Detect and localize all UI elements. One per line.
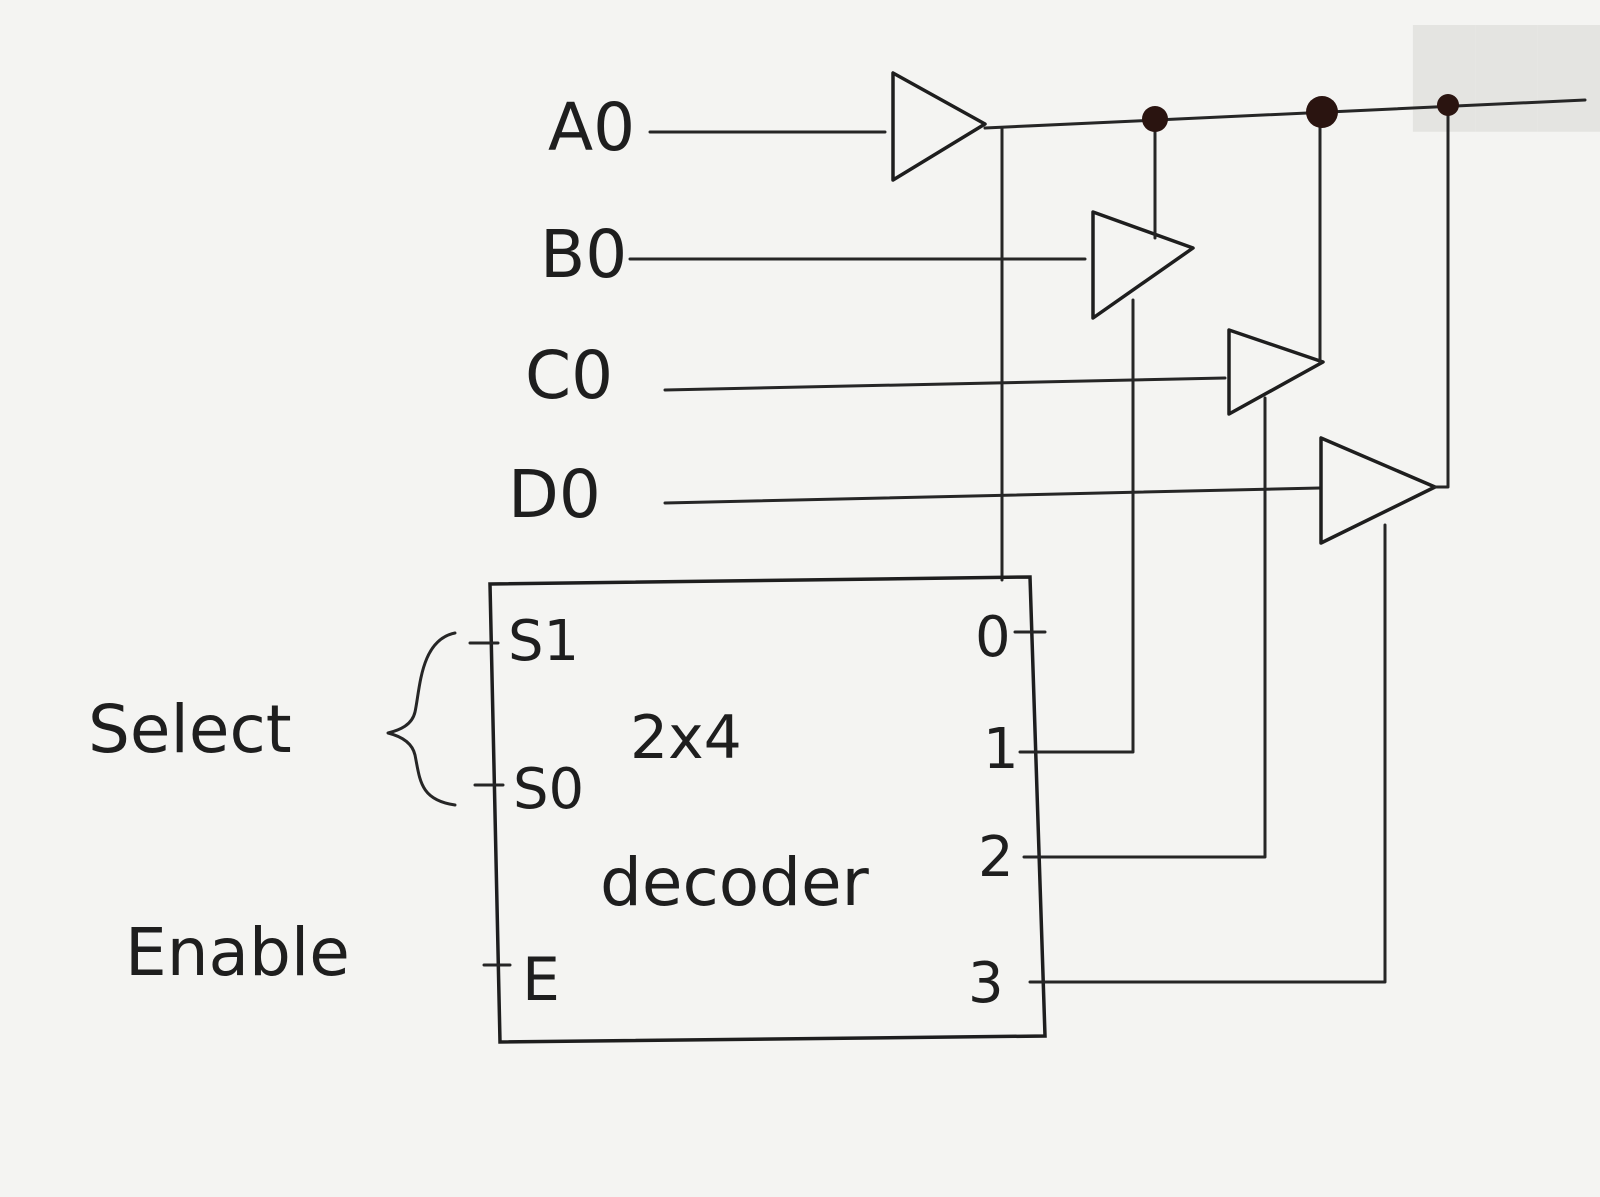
decoder-block: S1 S0 E 2x4 decoder 0 1 2 3 [468,575,1050,1044]
input-label-d0: D0 [508,456,601,533]
tristate-buffer-a [891,71,987,182]
wire-output1-to-buffer-b [1033,298,1135,754]
wire-output2-to-buffer-c [1036,396,1267,859]
output-bus [983,98,1587,130]
pin-label-e: E [522,945,560,1015]
output-label-1: 1 [983,717,1019,782]
tristate-buffer-d [1319,436,1437,545]
output-label-3: 3 [968,951,1004,1016]
wire-buffer-d-to-bus [1433,102,1450,489]
wire-d0-input [663,486,1322,505]
output-label-2: 2 [978,825,1014,890]
pin-label-s1: S1 [508,609,579,674]
junction-dot-c [1306,96,1338,128]
output-label-0: 0 [975,605,1011,670]
enable-label: Enable [125,914,350,991]
tristate-buffer-b [1091,210,1195,320]
select-label: Select [88,691,292,768]
wire-c0-input [663,376,1227,392]
paper-bleed-through: ███ [1412,24,1600,132]
select-brace [386,631,457,807]
svg-text:███: ███ [1412,24,1600,132]
wire-output3-to-buffer-d [1038,523,1387,984]
decoder-name-label: decoder [600,844,870,921]
tristate-buffer-c [1227,328,1325,416]
junction-dot-b [1142,106,1168,132]
decoder-box [488,575,1047,1044]
decoder-size-label: 2x4 [630,703,742,773]
input-label-a0: A0 [548,89,635,166]
junction-dot-d [1437,94,1459,116]
input-label-b0: B0 [540,216,627,293]
pin-label-s0: S0 [513,757,584,822]
input-label-c0: C0 [525,337,613,414]
